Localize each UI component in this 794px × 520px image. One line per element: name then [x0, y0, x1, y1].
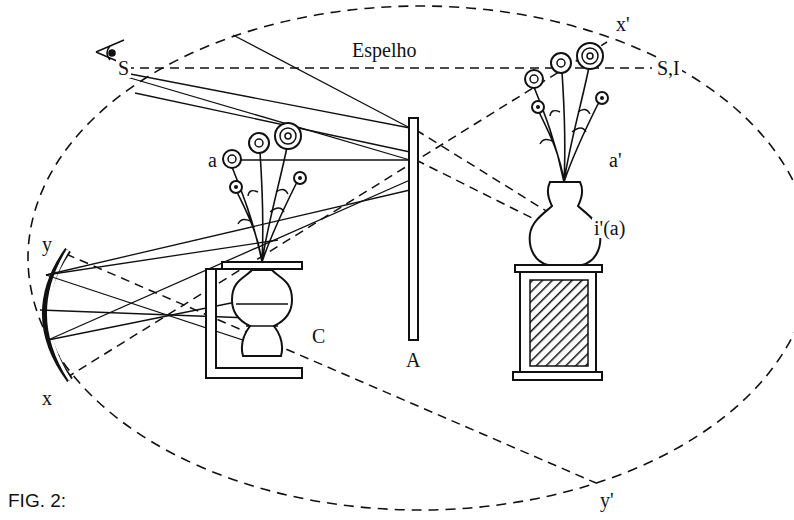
object-label: a — [206, 150, 219, 170]
box-label: C — [310, 326, 327, 346]
axis-label: x — [40, 388, 54, 408]
image-label: i'(a) — [592, 218, 627, 238]
axis-label: x' — [614, 14, 632, 34]
image-label: a' — [607, 150, 623, 170]
point-label: S,I — [655, 58, 682, 78]
axis-label: y' — [598, 490, 616, 510]
mirror-label: A — [404, 350, 422, 370]
axis-label: y — [40, 234, 54, 254]
figure-caption: FIG. 2: — [8, 490, 66, 512]
mirror-label: Espelho — [350, 40, 418, 60]
point-label: S — [116, 58, 131, 78]
